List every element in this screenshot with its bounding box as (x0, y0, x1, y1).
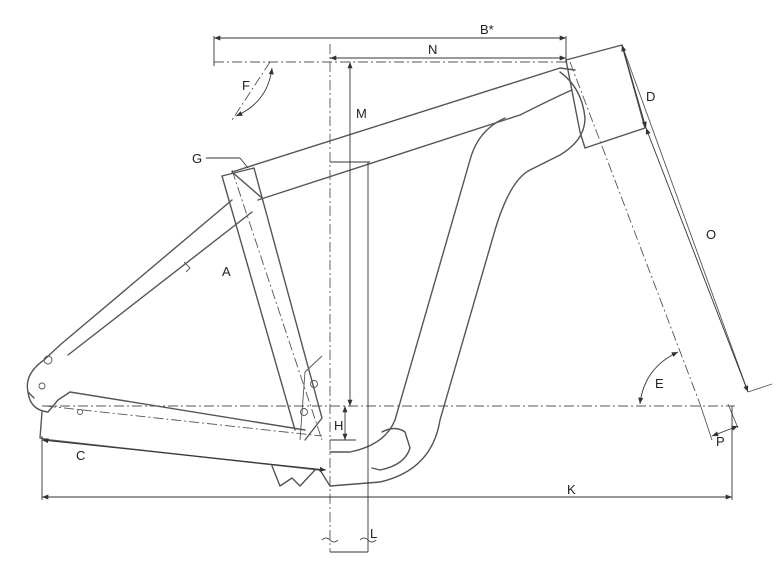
head-angle-reference-line (231, 61, 271, 121)
top-tube-lower-edge (257, 89, 573, 201)
motor-bracket (371, 427, 411, 471)
break-mark-right (359, 537, 377, 543)
dim-o (645, 127, 749, 393)
shock-mount-lower (300, 408, 308, 416)
seat-collar (231, 171, 263, 199)
steering-axis (569, 61, 701, 405)
dim-g-leader-tip (239, 157, 249, 169)
label-l: L (370, 526, 377, 541)
label-a: A (222, 264, 231, 279)
dimension-lines (41, 35, 749, 553)
axle-mark (77, 409, 83, 415)
down-tube-upper-edge (329, 71, 586, 487)
label-b: B* (480, 22, 494, 37)
bike-frame (26, 44, 646, 487)
shock-mount-upper (310, 380, 318, 388)
top-tube-upper-edge (231, 67, 576, 173)
label-p: P (716, 434, 725, 449)
label-h: H (334, 418, 343, 433)
linkage-mount (299, 355, 323, 441)
offset-edge-right (727, 403, 739, 429)
dim-e-arc (638, 351, 679, 405)
label-g: G (192, 151, 202, 166)
label-m: M (356, 106, 367, 121)
dimension-labels: B* N M D O E F G A H C K P L (76, 22, 725, 541)
dim-d (621, 44, 647, 129)
label-o: O (706, 227, 716, 242)
label-n: N (428, 42, 437, 57)
offset-edge-left (699, 403, 713, 441)
break-mark-left (321, 537, 339, 543)
seat-stay-upper-edge (26, 199, 233, 399)
seat-stay-lower-edge (67, 211, 253, 356)
seat-tube-rear-edge (221, 167, 323, 441)
centerlines (42, 44, 735, 552)
cable-guide (183, 261, 191, 273)
down-tube-lower-edge (329, 117, 506, 453)
label-c: C (76, 448, 85, 463)
fork (621, 44, 773, 441)
label-f: F (242, 78, 250, 93)
rear-dropout (27, 391, 306, 431)
label-k: K (567, 482, 576, 497)
pivot-upper (43, 355, 53, 365)
seat-tube-axis (231, 169, 323, 441)
fork-axle-edge (747, 383, 773, 393)
chainstay-bridge (271, 465, 316, 487)
fork-leg-edge (621, 44, 749, 393)
label-e: E (655, 376, 664, 391)
dim-c (41, 438, 327, 472)
dim-p (711, 425, 739, 437)
head-tube (565, 44, 646, 149)
label-d: D (646, 89, 655, 104)
dim-f-arc (235, 67, 274, 117)
seat-tube-front-edge (221, 175, 296, 431)
pivot-lower (38, 382, 46, 390)
